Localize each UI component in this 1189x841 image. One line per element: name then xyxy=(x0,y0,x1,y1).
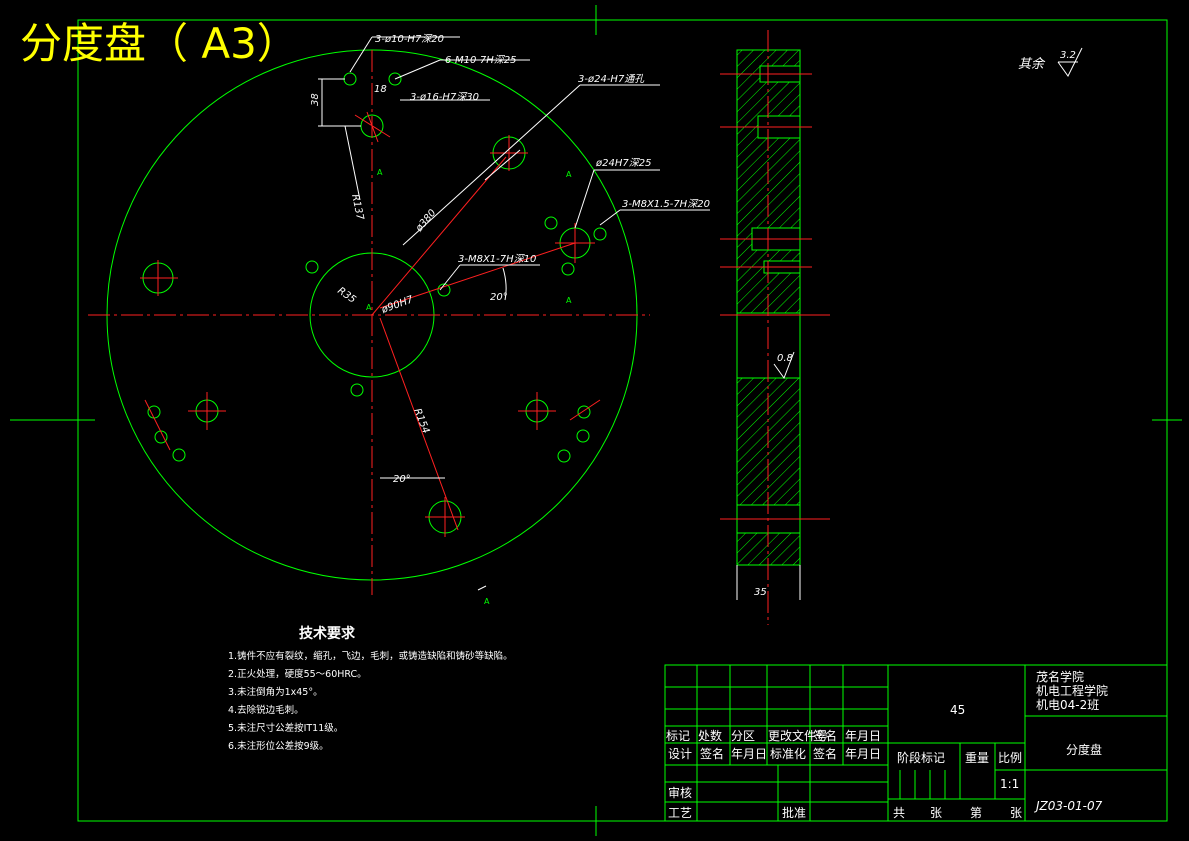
roughness-08: 0.8 xyxy=(777,353,793,364)
dimension-labels: 3-ø10-H7深20 6-M10-7H深25 18 3-ø16-H7深30 3… xyxy=(310,33,710,485)
svg-text:年月日: 年月日 xyxy=(845,747,881,761)
svg-text:工艺: 工艺 xyxy=(668,806,692,820)
svg-text:机电04-2班: 机电04-2班 xyxy=(1036,698,1099,712)
title-block: 标记 处数 分区 更改文件号 签名 年月日 设计 签名 年月日 标准化 签名 年… xyxy=(664,664,1168,822)
svg-text:共: 共 xyxy=(893,806,905,820)
svg-text:审核: 审核 xyxy=(668,785,692,800)
material: 45 xyxy=(950,703,965,717)
drawing-number: JZ03-01-07 xyxy=(1034,799,1103,813)
svg-text:A: A xyxy=(566,296,572,305)
svg-text:标记: 标记 xyxy=(666,729,690,743)
tech-line-1: 1.铸件不应有裂纹，缩孔，飞边，毛刺，或铸造缺陷和铸砂等缺陷。 xyxy=(228,650,513,662)
tech-line-2: 2.正火处理，硬度55～60HRC。 xyxy=(228,668,367,680)
svg-text:批准: 批准 xyxy=(782,805,806,820)
dim-d90: ø90H7 xyxy=(379,294,415,316)
svg-text:签名: 签名 xyxy=(700,746,724,761)
dim-r137: R137 xyxy=(349,193,365,221)
dim-angle-20a: 20° xyxy=(490,292,508,303)
part-name: 分度盘 xyxy=(1066,742,1102,757)
svg-text:1:1: 1:1 xyxy=(1000,777,1019,791)
svg-text:签名: 签名 xyxy=(813,728,837,743)
dim-d24-thru: 3-ø24-H7通孔 xyxy=(578,73,645,85)
drawing-title: 分度盘（ A3） xyxy=(20,19,299,68)
dim-m8x1: 3-M8X1-7H深10 xyxy=(458,253,536,265)
center-lines xyxy=(88,50,650,595)
svg-text:A: A xyxy=(484,597,490,606)
dim-38: 38 xyxy=(310,93,321,106)
svg-text:第: 第 xyxy=(970,806,982,820)
svg-text:A: A xyxy=(377,168,383,177)
dim-r154: R154 xyxy=(411,407,431,435)
svg-text:张: 张 xyxy=(1010,806,1022,820)
svg-text:机电工程学院: 机电工程学院 xyxy=(1036,683,1108,698)
dim-m8x15: 3-M8X1.5-7H深20 xyxy=(622,198,710,210)
leader-lines xyxy=(318,36,710,591)
tech-line-6: 6.未注形位公差按9级。 xyxy=(228,740,329,752)
section-markers: A A A A A xyxy=(366,168,572,606)
svg-text:比例: 比例 xyxy=(998,751,1022,765)
dim-side-35: 35 xyxy=(754,587,767,598)
svg-text:张: 张 xyxy=(930,806,942,820)
svg-text:A: A xyxy=(366,303,372,312)
svg-text:茂名学院: 茂名学院 xyxy=(1036,669,1084,684)
svg-text:年月日: 年月日 xyxy=(845,729,881,743)
svg-text:更改文件号: 更改文件号 xyxy=(768,728,828,743)
tech-line-4: 4.去除锐边毛刺。 xyxy=(228,704,304,716)
tech-line-5: 5.未注尺寸公差按IT11级。 xyxy=(228,722,343,734)
dim-d380: ø380 xyxy=(413,208,438,235)
svg-text:签名: 签名 xyxy=(813,746,837,761)
svg-text:3.2: 3.2 xyxy=(1060,50,1076,61)
dim-d16: 3-ø16-H7深30 xyxy=(410,91,479,103)
drawing-frame xyxy=(10,5,1182,836)
svg-text:标准化: 标准化 xyxy=(770,747,806,761)
svg-text:A: A xyxy=(566,170,572,179)
dim-d10: 3-ø10-H7深20 xyxy=(375,33,444,45)
svg-text:设计: 设计 xyxy=(668,747,692,761)
svg-text:重量: 重量 xyxy=(965,751,989,765)
svg-text:阶段标记: 阶段标记 xyxy=(897,750,945,765)
tech-line-3: 3.未注倒角为1x45°。 xyxy=(228,686,323,698)
dim-d24: ø24H7深25 xyxy=(595,157,651,169)
svg-text:其余: 其余 xyxy=(1018,56,1046,72)
tech-heading: 技术要求 xyxy=(299,625,356,642)
dim-18: 18 xyxy=(374,84,387,95)
roughness-note: 其余 3.2 xyxy=(1018,47,1083,77)
side-section-view: 35 0.8 xyxy=(720,30,830,625)
dim-angle-20b: 20° xyxy=(393,474,411,485)
dim-r35: R35 xyxy=(335,285,357,305)
tech-requirements: 技术要求 1.铸件不应有裂纹，缩孔，飞边，毛刺，或铸造缺陷和铸砂等缺陷。 2.正… xyxy=(228,625,513,752)
svg-text:处数: 处数 xyxy=(698,728,722,743)
svg-text:年月日: 年月日 xyxy=(731,747,767,761)
svg-text:分区: 分区 xyxy=(731,729,755,743)
dim-m10: 6-M10-7H深25 xyxy=(445,54,517,66)
